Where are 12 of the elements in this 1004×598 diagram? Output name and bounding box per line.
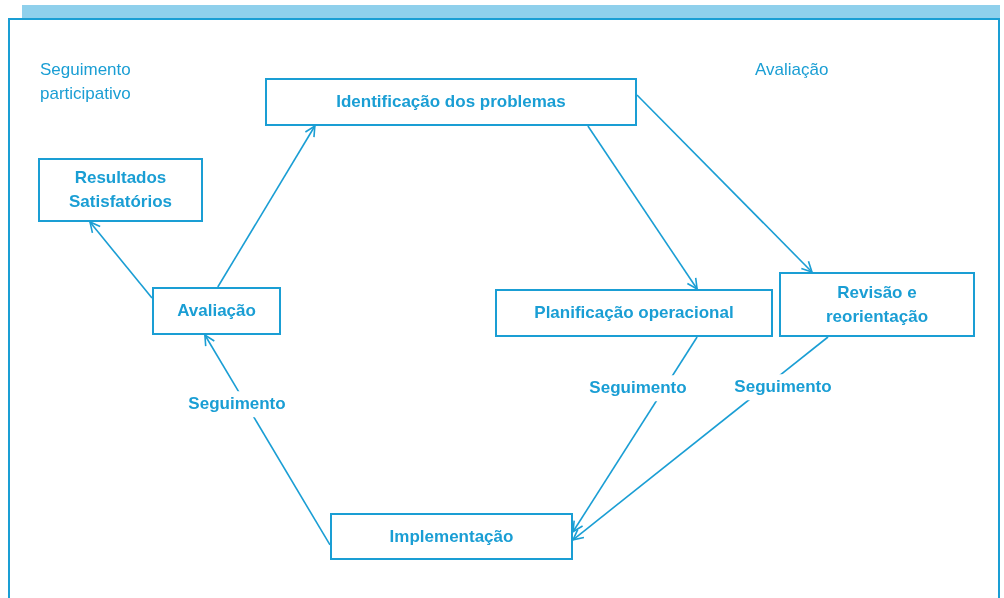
process-box: Identificação dos problemas bbox=[265, 78, 637, 126]
process-box: Avaliação bbox=[152, 287, 281, 335]
process-box: Revisão e reorientação bbox=[779, 272, 975, 337]
arrow bbox=[217, 125, 316, 288]
arrow bbox=[587, 125, 698, 290]
process-box: Implementação bbox=[330, 513, 573, 560]
process-box: Resultados Satisfatórios bbox=[38, 158, 203, 222]
note-text: Seguimento participativo bbox=[40, 59, 132, 105]
process-box: Planificação operacional bbox=[495, 289, 773, 337]
arrow bbox=[636, 94, 813, 273]
arrow bbox=[89, 221, 153, 299]
note-text: Avaliação bbox=[755, 59, 830, 81]
